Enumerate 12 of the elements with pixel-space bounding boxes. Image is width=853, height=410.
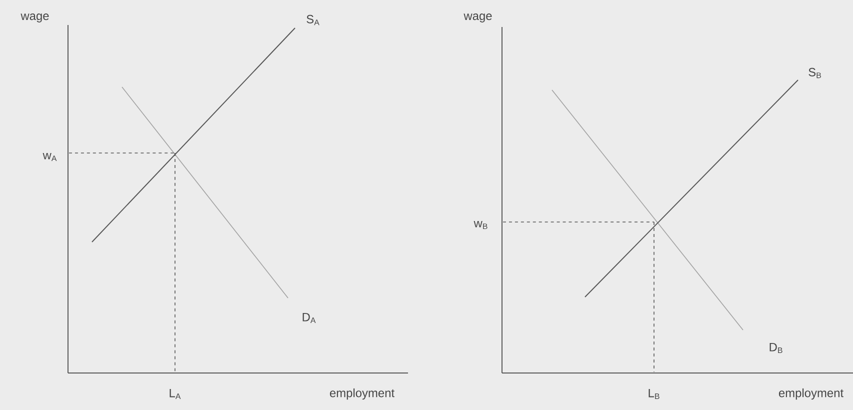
axis-value-label: w$_{A}$: [42, 152, 57, 162]
axis-title: employment: [330, 388, 394, 400]
axis-value-label: L$_{A}$: [170, 389, 181, 399]
curve-label: D$_{B}$: [770, 343, 782, 353]
axis-value-label: L$_{B}$: [648, 389, 660, 399]
axis-title: wage: [20, 14, 49, 22]
curve-label: S$_{B}$: [808, 68, 821, 78]
curve-label: D$_{A}$: [302, 313, 316, 323]
curve-label: S$_{A}$: [306, 14, 320, 26]
axis-title: employment: [778, 388, 844, 400]
axis-title: wage: [464, 14, 492, 22]
axis-value-label: w$_{B}$: [474, 220, 488, 230]
